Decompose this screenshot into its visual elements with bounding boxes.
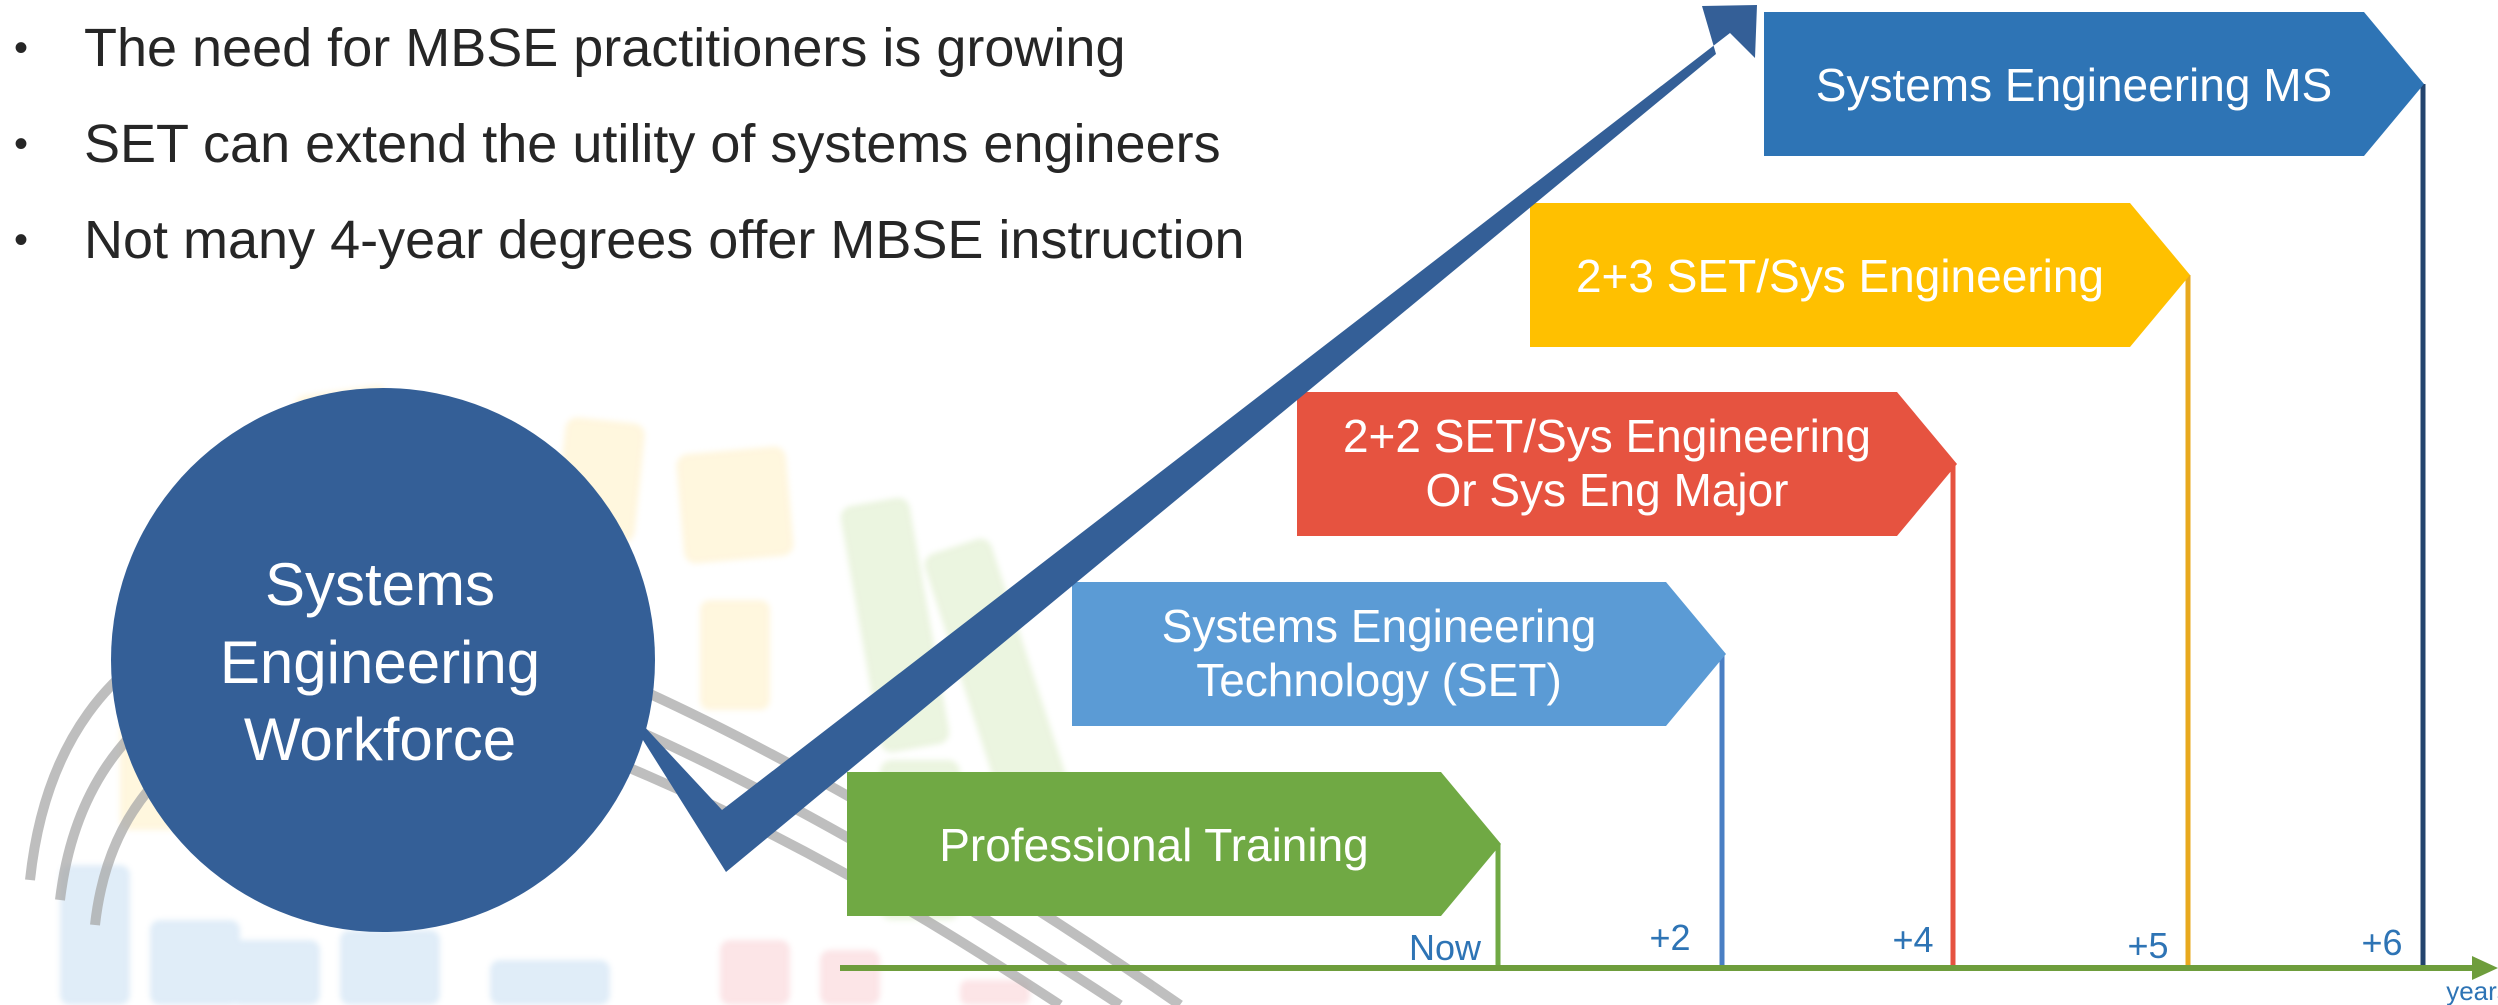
hub-label-line-2: Engineering xyxy=(220,629,540,696)
bullet-marker: • xyxy=(14,26,29,70)
key-point-text: Not many 4-year degrees offer MBSE instr… xyxy=(84,210,1245,270)
stage-label-line-1: Systems Engineering MS xyxy=(1816,59,2332,111)
key-point-text: SET can extend the utility of systems en… xyxy=(84,114,1221,174)
timeline-axis xyxy=(840,956,2498,980)
stage-label-line-1: Systems Engineering xyxy=(1162,600,1597,652)
bullet-marker: • xyxy=(14,218,29,262)
hub-circle xyxy=(111,388,655,932)
stage-label-line-1: 2+3 SET/Sys Engineering xyxy=(1576,250,2104,302)
stage-ms: Systems Engineering MS xyxy=(1764,12,2424,156)
milestone-label-2plus3: +5 xyxy=(2127,925,2168,966)
stage-label-line-1: Professional Training xyxy=(939,819,1369,871)
workforce-hub: Systems Engineering Workforce xyxy=(111,388,655,932)
axis-unit-label: years xyxy=(2446,976,2498,1005)
stage-box xyxy=(1297,392,1957,536)
axis-arrowhead xyxy=(2472,956,2498,980)
hub-label-line-3: Workforce xyxy=(244,706,516,773)
stage-box xyxy=(1530,203,2190,347)
stage-professional-training: Professional Training xyxy=(847,772,1501,916)
milestone-label-professional-training: Now xyxy=(1409,927,1482,968)
stage-2plus3: 2+3 SET/Sys Engineering xyxy=(1530,203,2190,347)
stage-box xyxy=(1072,582,1726,726)
stage-box xyxy=(1764,12,2424,156)
stage-box xyxy=(847,772,1501,916)
key-point-text: The need for MBSE practitioners is growi… xyxy=(84,18,1126,78)
bullet-marker: • xyxy=(14,122,29,166)
milestone-label-set: +2 xyxy=(1649,917,1690,958)
stage-label-line-2: Technology (SET) xyxy=(1196,654,1562,706)
hub-label-line-1: Systems xyxy=(265,551,495,618)
milestone-label-ms: +6 xyxy=(2361,922,2402,963)
stage-label-line-1: 2+2 SET/Sys Engineering xyxy=(1343,410,1871,462)
stage-label-line-2: Or Sys Eng Major xyxy=(1426,464,1789,516)
milestone-label-2plus2: +4 xyxy=(1892,919,1933,960)
